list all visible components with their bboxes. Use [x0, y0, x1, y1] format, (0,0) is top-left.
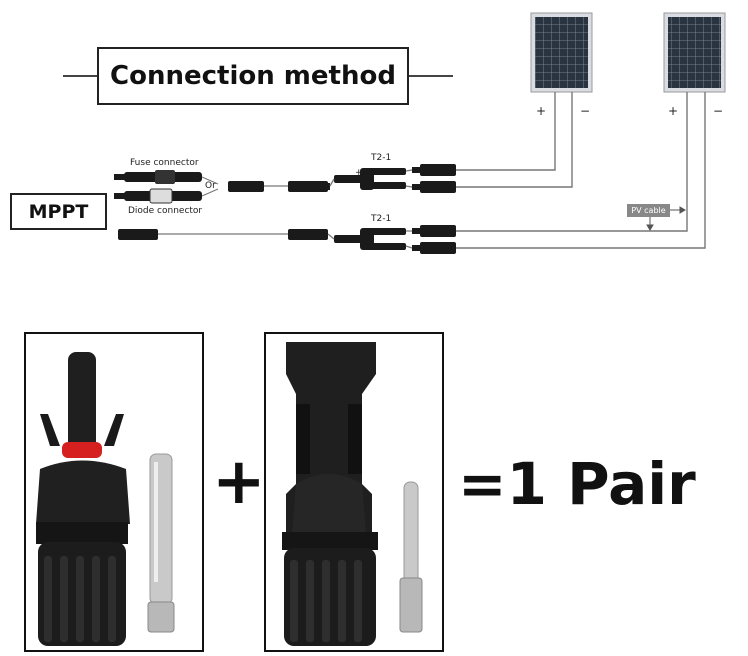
solar-panel-2	[663, 12, 726, 93]
panel-1-wires	[455, 92, 573, 188]
diode-connector-label: Diode connector	[128, 206, 203, 216]
panel-1-plus: +	[536, 104, 547, 118]
panel-side-connectors	[412, 164, 456, 254]
t-branch-bottom	[334, 228, 406, 250]
t-branch-top	[334, 168, 406, 190]
mppt-lead-connector	[118, 229, 158, 240]
t2-bottom-label: T2-1	[371, 214, 392, 224]
fuse-connector	[114, 170, 202, 184]
t2-top-label: T2-1	[371, 153, 392, 163]
title-rule-right	[409, 75, 453, 77]
male-connector-illustration	[36, 352, 175, 646]
mppt-label: MPPT	[10, 193, 107, 230]
diagram-title: Connection method	[97, 47, 409, 105]
t2-minus-sign: -	[356, 236, 360, 246]
panel-2-minus: −	[713, 104, 724, 118]
diode-connector	[114, 188, 202, 204]
fuse-connector-label: Fuse connector	[130, 158, 199, 168]
plus-symbol: +	[212, 445, 266, 519]
t2-plus-sign: +	[355, 168, 363, 178]
one-pair-label: =1 Pair	[458, 450, 696, 518]
pv-cable-arrows	[646, 206, 686, 231]
female-connector-illustration	[282, 342, 423, 646]
mid-connectors-top	[228, 181, 330, 192]
or-label: Or	[205, 181, 216, 191]
female-connector-frame	[264, 332, 444, 652]
title-rule-left	[63, 75, 97, 77]
male-connector-frame	[24, 332, 204, 652]
panel-2-wires	[455, 92, 706, 249]
panel-2-plus: +	[668, 104, 679, 118]
solar-panel-1	[530, 12, 593, 93]
pv-cable-label: PV cable	[627, 204, 670, 217]
panel-1-minus: −	[580, 104, 591, 118]
mid-connector-bottom	[288, 229, 328, 240]
wiring-diagram	[114, 12, 726, 254]
